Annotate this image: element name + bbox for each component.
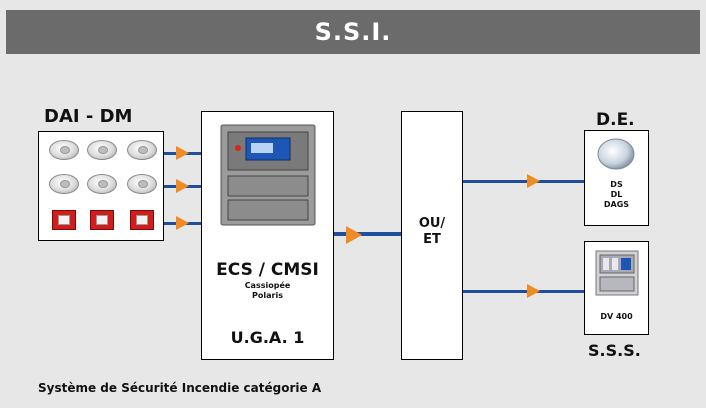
manual-call-point-icon xyxy=(52,210,76,230)
manual-call-point-icon xyxy=(130,210,154,230)
sss-device-label: DV 400 xyxy=(600,312,633,321)
sss-box: DV 400 xyxy=(584,241,649,335)
arrow-icon xyxy=(176,216,189,230)
smoke-detector-icon xyxy=(127,140,157,160)
dai-dm-title: DAI - DM xyxy=(44,106,133,127)
arrow-icon xyxy=(176,146,189,160)
manual-call-point-icon xyxy=(90,210,114,230)
sss-title: S.S.S. xyxy=(588,341,641,360)
ou-label: OU/ xyxy=(418,216,446,231)
de-item-dags: DAGS xyxy=(603,200,630,209)
arrow-icon xyxy=(176,179,189,193)
smoke-detector-icon xyxy=(127,174,157,194)
diagram-title: S.S.I. xyxy=(314,18,392,46)
control-panel-icon xyxy=(220,124,316,226)
evacuation-unit-icon xyxy=(595,250,639,296)
ecs-cmsi-title: ECS / CMSI xyxy=(216,260,319,280)
et-label: ET xyxy=(423,232,441,247)
de-item-ds: DS xyxy=(610,180,623,189)
ou-et-box: OU/ ET xyxy=(401,111,463,360)
smoke-detector-icon xyxy=(49,140,79,160)
connection-line xyxy=(463,180,585,183)
de-box: DS DL DAGS xyxy=(584,130,649,226)
ecs-cmsi-box: ECS / CMSI Cassiopée Polaris U.G.A. 1 xyxy=(201,111,334,360)
door-holder-icon xyxy=(597,138,635,170)
dai-dm-box xyxy=(38,131,164,241)
smoke-detector-icon xyxy=(49,174,79,194)
arrow-icon xyxy=(527,174,540,188)
diagram-caption: Système de Sécurité Incendie catégorie A xyxy=(38,381,322,395)
de-item-dl: DL xyxy=(610,190,623,199)
ecs-sub-polaris: Polaris xyxy=(252,291,283,300)
arrow-icon xyxy=(527,284,540,298)
connection-line xyxy=(463,290,585,293)
connection-line xyxy=(334,232,402,236)
smoke-detector-icon xyxy=(87,174,117,194)
ecs-sub-cassiopee: Cassiopée xyxy=(244,281,291,290)
diagram-title-banner: S.S.I. xyxy=(6,10,700,54)
uga-label: U.G.A. 1 xyxy=(230,328,305,347)
arrow-icon xyxy=(346,226,362,244)
smoke-detector-icon xyxy=(87,140,117,160)
de-title: D.E. xyxy=(596,110,635,130)
